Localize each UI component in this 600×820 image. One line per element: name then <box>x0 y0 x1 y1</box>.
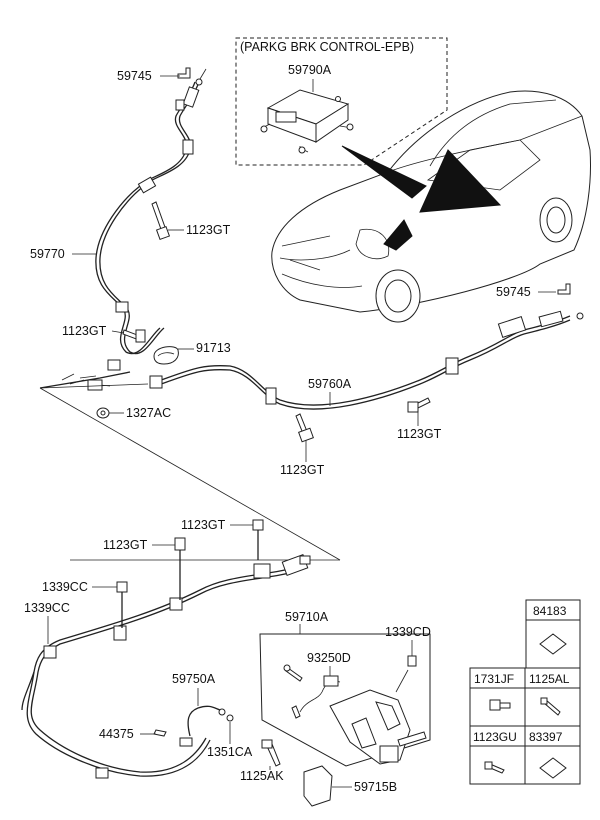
bolt-1351ca-icon <box>226 714 234 722</box>
epb-module-group: (PARKG BRK CONTROL-EPB) 59790A <box>235 37 448 166</box>
bolt-upper-2-icon <box>122 329 146 343</box>
callout-1327ac: 1327AC <box>126 406 171 420</box>
callout-93250d: 93250D <box>307 651 351 665</box>
grommet-91713-icon <box>153 346 179 365</box>
callout-1123gt-e: 1123GT <box>181 518 226 532</box>
bolt-upper-4-icon <box>407 397 431 413</box>
rear-cable-left <box>95 68 207 355</box>
rear-cable-right <box>149 310 584 410</box>
callout-59745-right: 59745 <box>496 285 531 299</box>
callout-59710a: 59710A <box>285 610 329 624</box>
bolt-1125al-icon <box>540 697 561 716</box>
callout-1123gt-f: 1123GT <box>103 538 148 552</box>
epb-module-icon <box>260 89 354 154</box>
plug-83397-icon <box>539 757 567 779</box>
epb-part-number: 59790A <box>288 63 332 77</box>
bolt-1731jf-icon <box>489 699 511 711</box>
clip-44375-icon <box>153 729 167 737</box>
lower-cable-assembly <box>21 519 311 779</box>
pointer-wedge-icon <box>419 149 502 213</box>
callout-1339cd: 1339CD <box>385 625 431 639</box>
legend-cell-1731jf: 1731JF <box>474 672 514 686</box>
pedal-assembly-group <box>259 624 431 807</box>
vehicle-illustration <box>271 90 591 323</box>
callout-59750a: 59750A <box>172 672 216 686</box>
legend-table: 84183 1731JF 1125AL 1123GU 83397 <box>469 599 581 785</box>
callout-91713: 91713 <box>196 341 231 355</box>
legend-cell-83397: 83397 <box>529 730 563 744</box>
cable-junction-cluster <box>39 359 131 419</box>
callout-1351ca: 1351CA <box>207 745 253 759</box>
callout-59715b: 59715B <box>354 780 397 794</box>
bolt-upper-3-icon <box>295 413 314 443</box>
callout-1123gt-a: 1123GT <box>186 223 231 237</box>
bolt-upper-1-icon <box>151 201 171 241</box>
pointer-wedge-icon <box>383 219 413 251</box>
callout-59760a: 59760A <box>308 377 352 391</box>
legend-cell-1125al: 1125AL <box>529 672 570 686</box>
callouts: 59745 59770 1123GT 1123GT 91713 1327AC 5… <box>24 69 556 794</box>
pointer-wedge-icon <box>341 145 427 199</box>
legend-cell-84183: 84183 <box>533 604 567 618</box>
callout-1123gt-b: 1123GT <box>62 324 107 338</box>
callout-1123gt-d: 1123GT <box>397 427 442 441</box>
bolt-1123gu-icon <box>484 761 505 774</box>
legend-cell-1123gu: 1123GU <box>473 730 517 744</box>
epb-dashed-box <box>235 37 448 166</box>
bracket-59715b-icon <box>303 765 333 807</box>
epb-box-title: (PARKG BRK CONTROL-EPB) <box>240 40 414 54</box>
callout-1339cc-b: 1339CC <box>24 601 70 615</box>
callout-44375: 44375 <box>99 727 134 741</box>
callout-59745-top: 59745 <box>117 69 152 83</box>
callout-1123gt-c: 1123GT <box>280 463 325 477</box>
callout-1125ak: 1125AK <box>240 769 284 783</box>
clip-59745-icon <box>177 67 571 295</box>
plug-84183-icon <box>539 633 567 655</box>
callout-59770: 59770 <box>30 247 65 261</box>
callout-1339cc-a: 1339CC <box>42 580 88 594</box>
